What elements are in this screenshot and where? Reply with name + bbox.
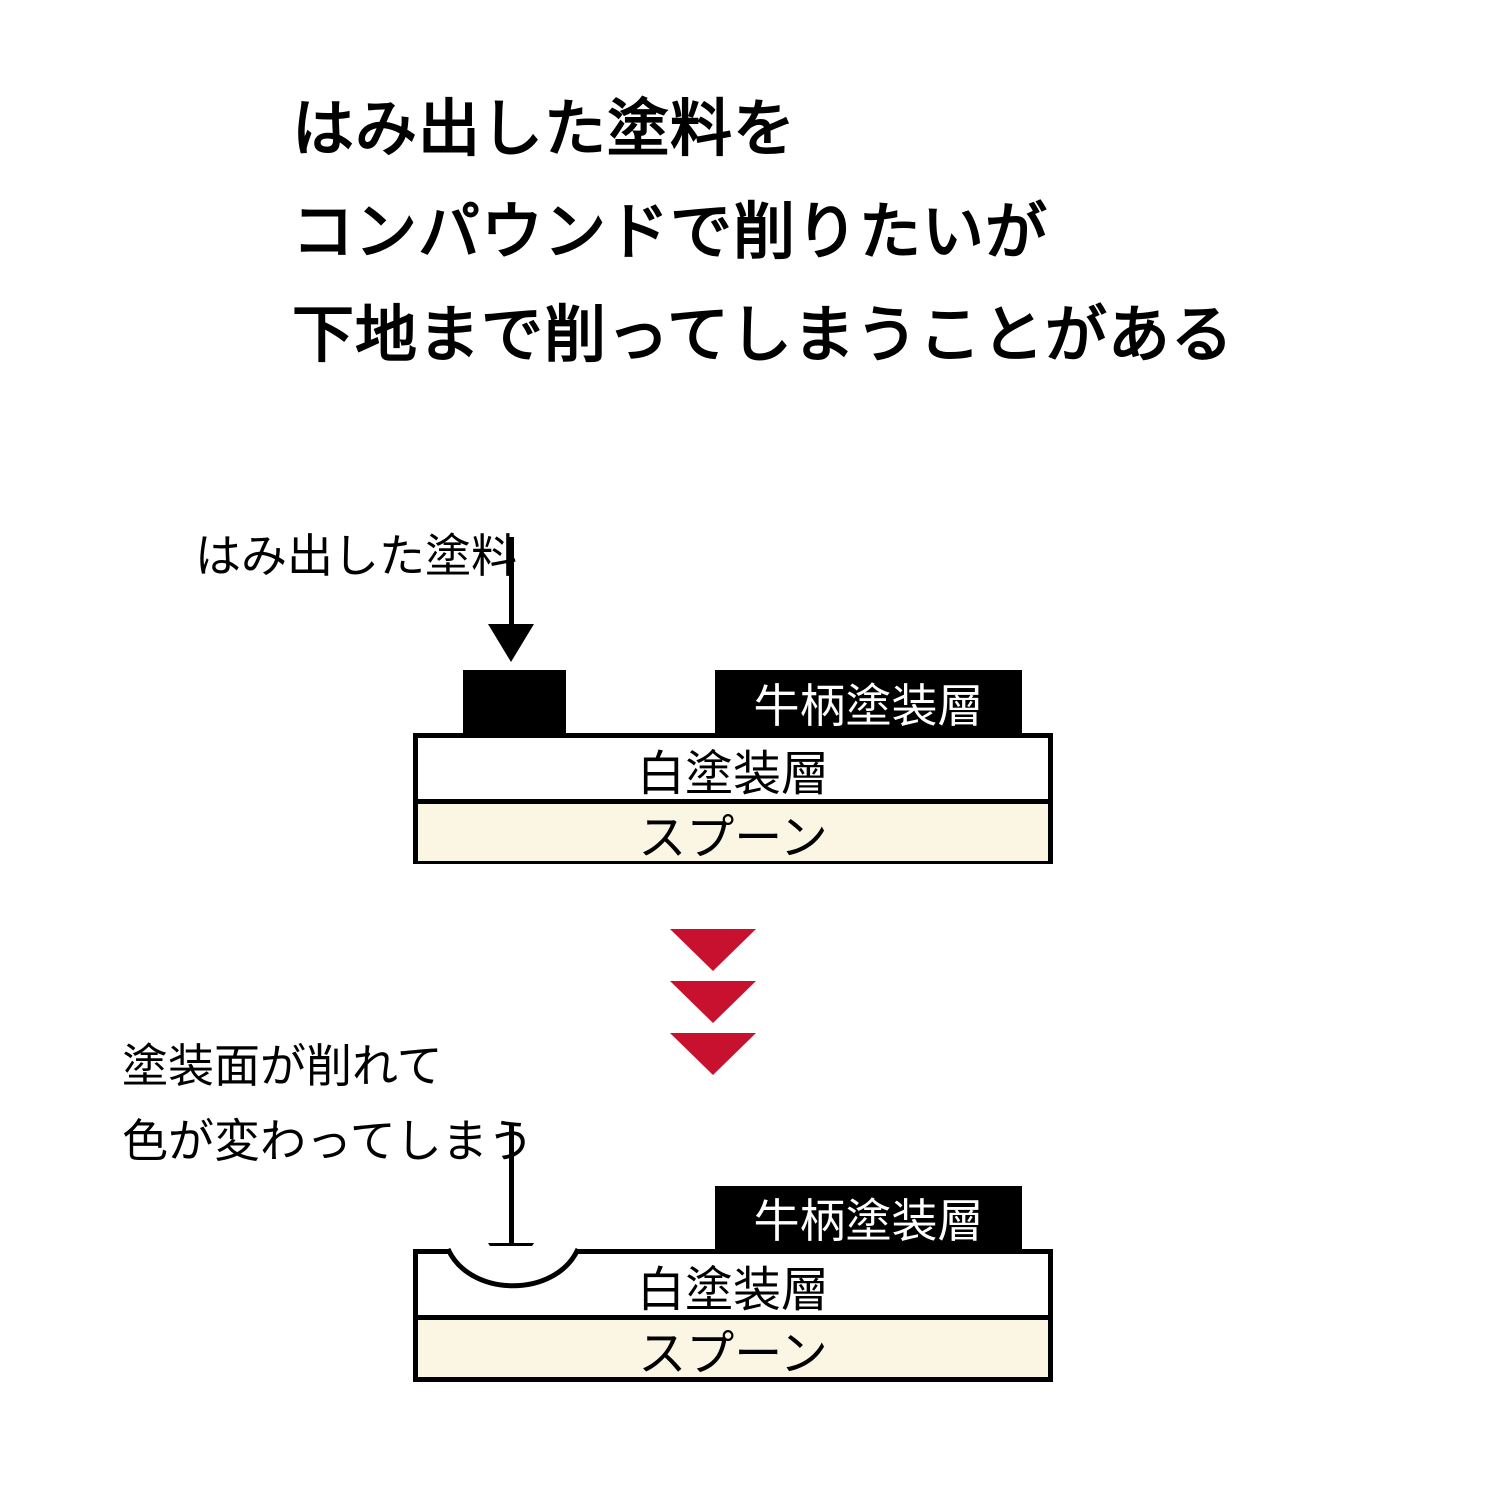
chevron-down-icon — [670, 929, 756, 971]
overflow-paint-label: はみ出した塗料 — [195, 530, 517, 582]
arrow-down-icon — [509, 1125, 514, 1245]
white-paint-layer-before: 白塗装層 — [418, 738, 1048, 801]
carved-surface-label-line-1: 塗装面が削れて — [122, 1040, 443, 1092]
carved-dent-shape — [445, 1246, 581, 1289]
chevron-down-icon — [670, 981, 756, 1023]
spoon-base-layer-after: スプーン — [418, 1315, 1048, 1381]
spoon-base-layer-label: スプーン — [638, 1327, 828, 1381]
headline-line-2: コンパウンドで削りたいが — [292, 198, 1049, 267]
pattern-paint-layer-label: 牛柄塗装層 — [753, 680, 984, 732]
chevron-down-icon — [670, 1033, 756, 1075]
pattern-paint-layer-before: 牛柄塗装層 — [715, 670, 1022, 736]
layer-stack-after: 白塗装層 スプーン — [413, 1249, 1053, 1382]
layer-stack-before: 白塗装層 スプーン — [413, 733, 1053, 865]
white-paint-layer-label: 白塗装層 — [636, 747, 829, 801]
headline: はみ出した塗料を コンパウンドで削りたいが 下地まで削ってしまうことがある — [292, 78, 1234, 387]
carved-surface-label-line-2: 色が変わってしまう — [122, 1115, 534, 1167]
headline-line-3: 下地まで削ってしまうことがある — [292, 301, 1234, 370]
white-paint-layer-label: 白塗装層 — [636, 1263, 829, 1317]
spoon-base-layer-label: スプーン — [638, 811, 828, 865]
arrow-down-icon — [488, 624, 534, 662]
arrow-down-icon — [509, 537, 514, 625]
spoon-base-layer-before: スプーン — [418, 799, 1048, 865]
excess-paint-blob — [463, 670, 566, 736]
headline-line-1: はみ出した塗料を — [292, 95, 797, 164]
pattern-paint-layer-label: 牛柄塗装層 — [753, 1195, 984, 1247]
pattern-paint-layer-after: 牛柄塗装層 — [715, 1186, 1022, 1250]
